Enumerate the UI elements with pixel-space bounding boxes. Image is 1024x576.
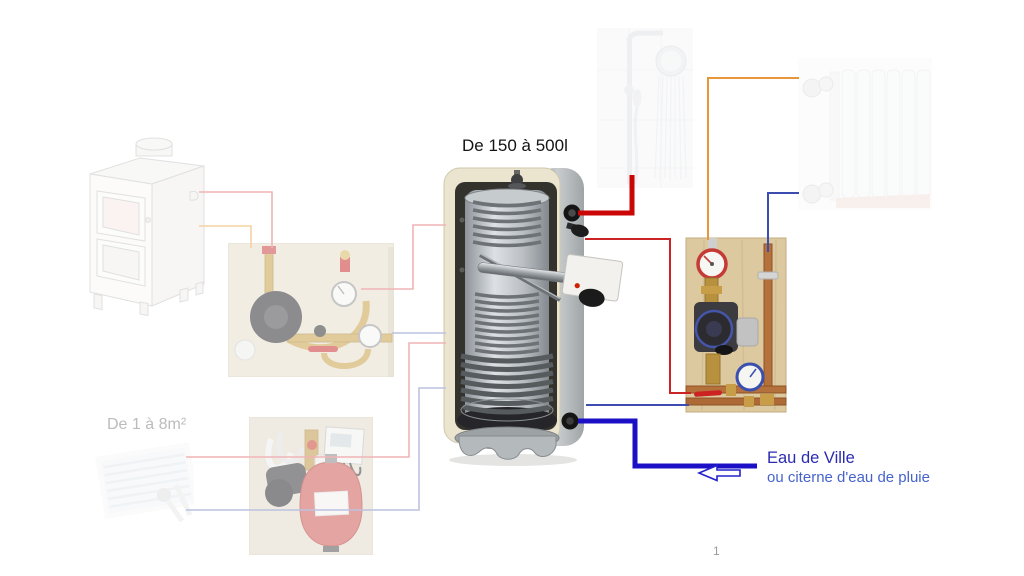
shower-tile-wall	[597, 28, 693, 188]
brass-tee	[760, 394, 774, 405]
boiler-handle	[145, 217, 151, 223]
solar-panel	[95, 443, 194, 520]
pump-control-box	[736, 317, 759, 347]
flow-direction-arrow-icon	[696, 464, 741, 482]
solar-area-label: De 1 à 8m²	[107, 416, 187, 433]
middle-coil	[474, 292, 540, 355]
upper-coil	[472, 200, 542, 248]
city-water-subtitle: ou citerne d'eau de pluie	[767, 468, 930, 486]
hand-shower	[632, 89, 642, 107]
wood-boiler-body	[89, 137, 205, 316]
pressure-gauge-2	[358, 324, 382, 348]
heater-indicator-light	[574, 283, 580, 289]
rain-shower-head	[655, 45, 687, 77]
shower-arm	[626, 30, 663, 43]
tank-shadow	[449, 454, 577, 466]
city-water-label: Eau de Ville ou citerne d'eau de pluie	[767, 449, 930, 487]
tank-base-skirt	[458, 435, 557, 460]
red-lever-valve	[308, 346, 338, 352]
chrome-fitting	[708, 238, 717, 250]
shower-hose	[633, 106, 639, 185]
bottom-coil	[460, 353, 554, 415]
brass-fitting-lower	[705, 353, 721, 385]
vessel-label	[313, 490, 350, 517]
pipe-clamp	[757, 271, 779, 280]
radiator-sections	[841, 69, 931, 199]
buffer-tank-cutaway	[443, 167, 624, 466]
radiator-end-column	[829, 71, 840, 201]
shower-riser	[627, 40, 632, 184]
boiler-latch	[189, 191, 199, 201]
radiator-inlet-valve	[802, 78, 822, 98]
city-water-title: Eau de Ville	[767, 449, 855, 467]
radiator-photo	[798, 58, 932, 210]
boiler-side	[151, 165, 205, 307]
solar-collector-photo	[95, 443, 194, 523]
tank-elbow-fitting	[566, 222, 589, 238]
coil-support	[460, 398, 554, 422]
panel-hinge	[157, 488, 171, 502]
red-valve	[307, 440, 317, 450]
red-ball-valve-handle	[694, 390, 723, 397]
boiler-hydraulic-module-photo	[228, 243, 394, 377]
safety-valve	[340, 257, 350, 272]
round-fitting	[234, 339, 256, 361]
copper-riser-pipe	[763, 243, 773, 393]
tank-capacity-label: De 150 à 500l	[462, 136, 568, 155]
radiator-return-valve	[802, 184, 822, 204]
wood-boiler-illustration	[89, 137, 205, 316]
solar-pump-station-photo	[249, 417, 373, 555]
shower-photo	[597, 28, 693, 188]
red-fitting	[262, 246, 276, 254]
water-spray	[654, 75, 687, 181]
tank-top-fitting	[511, 174, 523, 186]
radiator-reflection	[836, 194, 930, 208]
copper-pipe-run-2	[685, 397, 787, 406]
page-number: 1	[713, 544, 720, 558]
wall-bracket	[624, 85, 634, 95]
pipe-radiator-flow-orange	[707, 77, 799, 240]
wall-pump-station-photo	[685, 237, 787, 413]
